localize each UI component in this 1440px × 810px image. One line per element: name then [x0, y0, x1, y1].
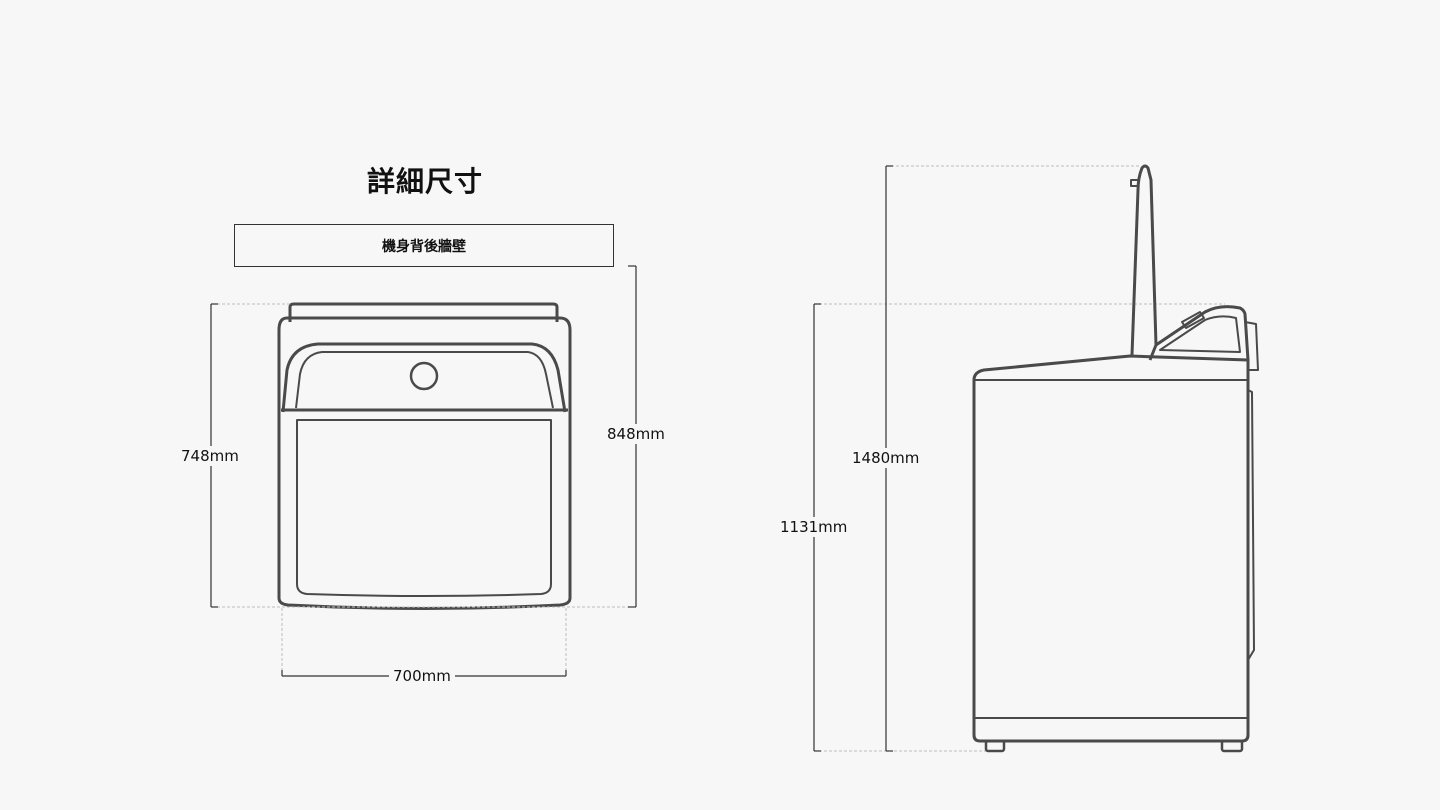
width-label: 700mm	[389, 666, 455, 686]
top-view-body-outline	[277, 316, 572, 610]
front-height-label: 748mm	[177, 446, 243, 466]
side-body-outline	[972, 380, 1250, 743]
tub-opening-outline	[296, 419, 552, 597]
side-back-panel-outline	[1247, 389, 1255, 661]
lid-hinge-tab	[1130, 179, 1138, 187]
lid-open-height-label: 1480mm	[848, 448, 924, 468]
front-foot	[984, 739, 1006, 753]
top-view-dimension-lines	[210, 265, 637, 677]
side-top-outline	[972, 354, 1250, 381]
body-height-label: 1131mm	[776, 517, 852, 537]
rear-foot	[1220, 739, 1244, 753]
control-panel-inner-line	[1159, 315, 1241, 353]
top-view-washer	[277, 302, 572, 610]
control-knob-side	[1181, 311, 1205, 329]
depth-label: 848mm	[603, 424, 669, 444]
control-panel-side-outline	[1155, 305, 1250, 361]
page-title: 詳細尺寸	[366, 165, 483, 198]
lid-inner-outline	[295, 351, 554, 409]
open-lid-outline	[1130, 164, 1158, 361]
side-view-washer	[972, 164, 1259, 753]
control-panel-outline	[288, 302, 559, 322]
wall-label: 機身背後牆壁	[382, 238, 466, 255]
detergent-cap-icon	[409, 361, 439, 391]
wall-label-box: 機身背後牆壁	[234, 224, 614, 267]
rear-bracket-outline	[1244, 321, 1259, 371]
lid-outer-outline	[281, 342, 567, 413]
